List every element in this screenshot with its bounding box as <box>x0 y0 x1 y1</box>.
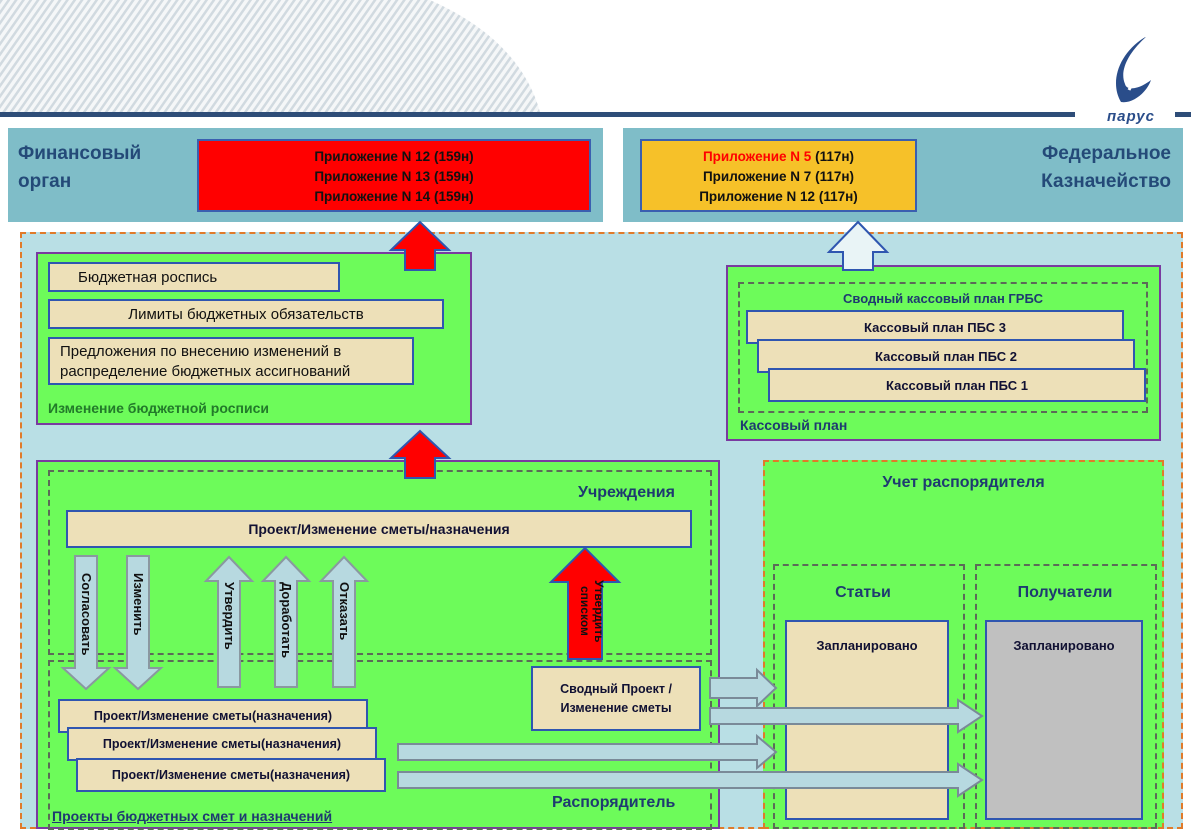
budget-change-block: Бюджетная роспись Лимиты бюджетных обяза… <box>36 252 472 425</box>
dispatcher-title: Распорядитель <box>552 794 676 811</box>
recipients-title: Получатели <box>1017 584 1113 601</box>
dispatcher-caption: Проекты бюджетных смет и назначений <box>52 808 333 824</box>
arrow-label-approve-list: Утвердить списком <box>578 579 606 643</box>
budget-item-0: Бюджетная роспись <box>48 262 340 292</box>
finance-body-title-line2: орган <box>18 171 72 192</box>
cash-plan-caption: Кассовый план <box>740 417 848 433</box>
summary-project-line2: Изменение сметы <box>560 701 672 715</box>
arrow-down-change <box>112 555 164 691</box>
appendix-title: Приложение N 7 <box>702 169 812 184</box>
treasury-appendix-box: Приложение N 5 (117н)Приложение N 7 (117… <box>640 139 917 212</box>
recipients-group <box>975 564 1157 829</box>
appendix-line: Приложение N 5 (117н) <box>642 147 915 167</box>
appendix-title: Приложение N 12 <box>314 149 431 164</box>
finance-body-title: Финансовый орган <box>18 140 141 196</box>
finance-appendix-box: Приложение N 12 (159н)Приложение N 13 (1… <box>197 139 591 212</box>
arrow-up-finance <box>388 220 452 271</box>
arrow-right-project-recipients <box>397 762 984 798</box>
arrow-down-agree <box>60 555 112 691</box>
arrow-up-reject <box>318 555 370 688</box>
appendix-line: Приложение N 13 (159н) <box>199 167 589 187</box>
appendix-code: (159н) <box>433 149 474 164</box>
appendix-title: Приложение N 5 <box>702 149 812 164</box>
arrow-right-project-articles <box>397 733 778 771</box>
dispatcher-project-2: Проект/Изменение сметы(назначения) <box>76 758 386 792</box>
institutions-title: Учреждения <box>578 484 675 501</box>
cash-plan-pbs2: Кассовый план ПБС 2 <box>757 339 1135 373</box>
appendix-code: (117н) <box>818 189 858 204</box>
arrow-right-summary-articles <box>709 667 778 709</box>
budget-item-2: Предложения по внесению изменений в расп… <box>48 337 414 385</box>
arrow-up-approve <box>203 555 255 688</box>
appendix-code: (117н) <box>815 149 855 164</box>
arrow-up-approve-list <box>548 546 622 660</box>
appendix-title: Приложение N 12 <box>699 189 816 204</box>
cash-plan-block: Сводный кассовый план ГРБС Кассовый план… <box>726 265 1161 441</box>
treasury-title-line2: Казначейство <box>1041 171 1171 192</box>
budget-change-caption: Изменение бюджетной росписи <box>48 400 269 416</box>
cash-plan-group <box>738 282 1148 413</box>
appendix-code: (159н) <box>433 189 474 204</box>
appendix-code: (117н) <box>815 169 855 184</box>
appendix-title: Приложение N 14 <box>314 189 431 204</box>
summary-project-line1: Сводный Проект / <box>560 682 672 696</box>
appendix-line: Приложение N 12 (159н) <box>199 147 589 167</box>
project-bar: Проект/Изменение сметы/назначения <box>66 510 692 548</box>
parus-logo: ПАРУС <box>1095 30 1175 130</box>
arrow-right-summary-recipients <box>709 698 984 734</box>
finance-body-panel: Финансовый орган Приложение N 12 (159н)П… <box>8 128 603 222</box>
appendix-line: Приложение N 7 (117н) <box>642 167 915 187</box>
treasury-title-line1: Федеральное <box>1042 143 1171 164</box>
appendix-code: (159н) <box>433 169 474 184</box>
appendix-line: Приложение N 14 (159н) <box>199 187 589 207</box>
header-decoration <box>0 0 1191 117</box>
arrow-up-treasury <box>826 220 890 271</box>
appendix-line: Приложение N 12 (117н) <box>642 187 915 207</box>
finance-body-title-line1: Финансовый <box>18 143 142 164</box>
treasury-panel: Федеральное Казначейство Приложение N 5 … <box>623 128 1183 222</box>
accounting-title: Учет распорядителя <box>882 474 1045 491</box>
arrow-up-rework <box>260 555 312 688</box>
sail-icon <box>1116 35 1151 103</box>
arrow-label-rework: Доработать <box>279 582 294 659</box>
arrow-label-agree: Согласовать <box>79 573 94 656</box>
cash-plan-pbs1: Кассовый план ПБС 1 <box>768 368 1146 402</box>
logo-text: ПАРУС <box>1107 108 1155 125</box>
summary-project-box: Сводный Проект / Изменение сметы <box>531 666 701 731</box>
cash-plan-group-title: Сводный кассовый план ГРБС <box>842 291 1044 306</box>
arrow-up-budget <box>388 429 452 479</box>
arrow-label-reject: Отказать <box>337 582 352 641</box>
dispatcher-project-1: Проект/Изменение сметы(назначения) <box>67 727 377 761</box>
arrow-label-change: Изменить <box>131 573 146 636</box>
treasury-title: Федеральное Казначейство <box>1021 140 1171 196</box>
appendix-title: Приложение N 13 <box>314 169 431 184</box>
arrow-label-approve: Утвердить <box>222 582 237 650</box>
articles-title: Статьи <box>835 584 891 601</box>
articles-group <box>773 564 965 829</box>
recipients-planned: Запланировано <box>985 620 1143 820</box>
institutions-group <box>48 470 712 655</box>
budget-item-1: Лимиты бюджетных обязательств <box>48 299 444 329</box>
